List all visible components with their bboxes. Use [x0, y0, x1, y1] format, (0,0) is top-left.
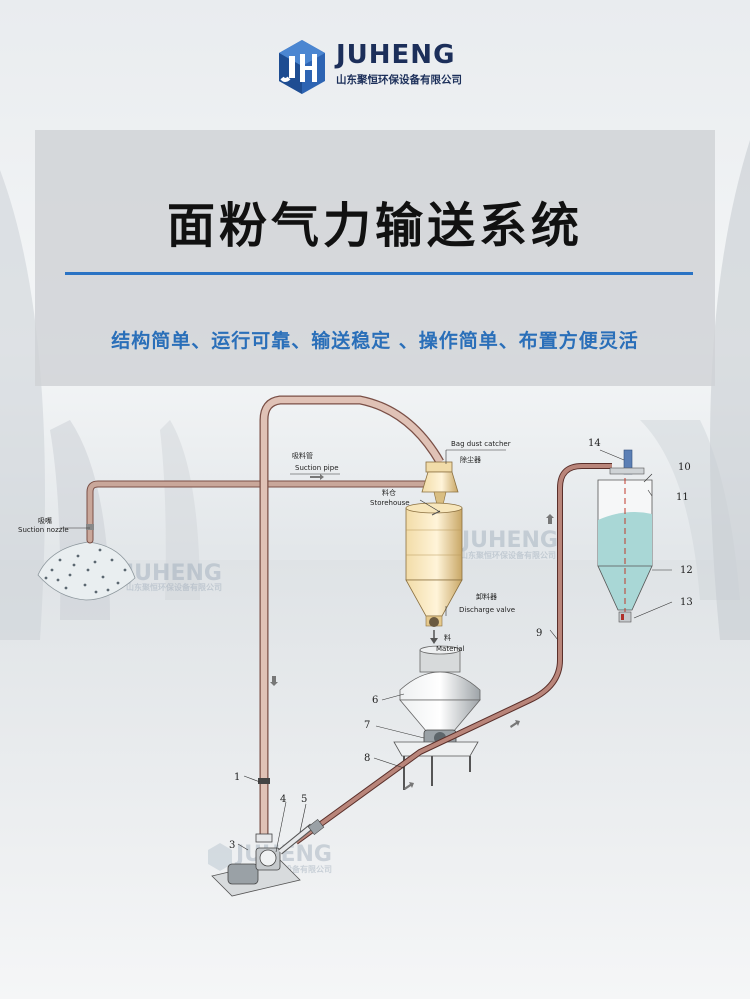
- brand-name: JUHENG: [336, 40, 456, 70]
- brand-logo: JUHENG 山东聚恒环保设备有限公司: [276, 38, 476, 98]
- callout-11: 11: [676, 492, 689, 503]
- callout-9: 9: [536, 628, 542, 639]
- callout-12: 12: [680, 565, 693, 576]
- label-discharge-valve-cn: 卸料器: [476, 592, 497, 601]
- page-subtitle: 结构简单、运行可靠、输送稳定 、操作简单、布置方便灵活: [111, 330, 639, 352]
- receiving-silo: [597, 449, 653, 623]
- label-suction-nozzle-en: Suction nozzle: [18, 526, 69, 534]
- label-storehouse-cn: 料仓: [382, 488, 396, 497]
- watermark-company: 山东聚恒环保设备有限公司: [126, 582, 222, 592]
- system-diagram: JUHENG 山东聚恒环保设备有限公司 JUHENG 山东聚恒环保设备有限公司 …: [18, 395, 693, 897]
- material-heap: [37, 541, 136, 601]
- title-divider: [65, 272, 693, 275]
- label-suction-pipe-en: Suction pipe: [295, 464, 339, 472]
- watermark-company: 山东聚恒环保设备有限公司: [460, 550, 556, 560]
- callout-14: 14: [588, 438, 601, 449]
- brand-company: 山东聚恒环保设备有限公司: [336, 74, 462, 86]
- callout-7: 7: [364, 720, 370, 731]
- vent-pipe: [259, 395, 444, 838]
- label-bag-dust-catcher-en: Bag dust catcher: [451, 440, 511, 448]
- support-stand: [393, 741, 479, 790]
- title-banner: 面粉气力输送系统 结构简单、运行可靠、输送稳定 、操作简单、布置方便灵活: [35, 130, 715, 386]
- roots-blower: [211, 818, 325, 897]
- page-title: 面粉气力输送系统: [166, 198, 583, 254]
- callout-10: 10: [678, 462, 691, 473]
- callout-5: 5: [301, 794, 307, 805]
- label-suction-pipe-cn: 吸料管: [292, 451, 313, 460]
- storehouse: [405, 502, 463, 627]
- flow-arrows: [270, 474, 554, 790]
- hexagon-logo-icon: [279, 40, 325, 94]
- pipe-joint: [258, 778, 270, 784]
- callout-8: 8: [364, 753, 370, 764]
- callout-6: 6: [372, 695, 378, 706]
- callout-13: 13: [680, 597, 693, 608]
- label-material-cn: 料: [444, 633, 451, 642]
- label-material-en: Material: [436, 645, 464, 653]
- watermark-name: JUHENG: [460, 528, 558, 553]
- label-bag-dust-catcher-cn: 除尘器: [460, 455, 481, 464]
- callout-1: 1: [234, 772, 240, 783]
- watermark-name: JUHENG: [124, 561, 222, 586]
- label-discharge-valve-en: Discharge valve: [459, 606, 515, 614]
- callout-3: 3: [229, 840, 235, 851]
- label-suction-nozzle-cn: 吸嘴: [38, 516, 52, 525]
- suction-nozzle: [86, 524, 94, 530]
- label-storehouse-en: Storehouse: [370, 499, 410, 507]
- bag-dust-catcher: [421, 461, 459, 506]
- callout-4: 4: [280, 794, 286, 805]
